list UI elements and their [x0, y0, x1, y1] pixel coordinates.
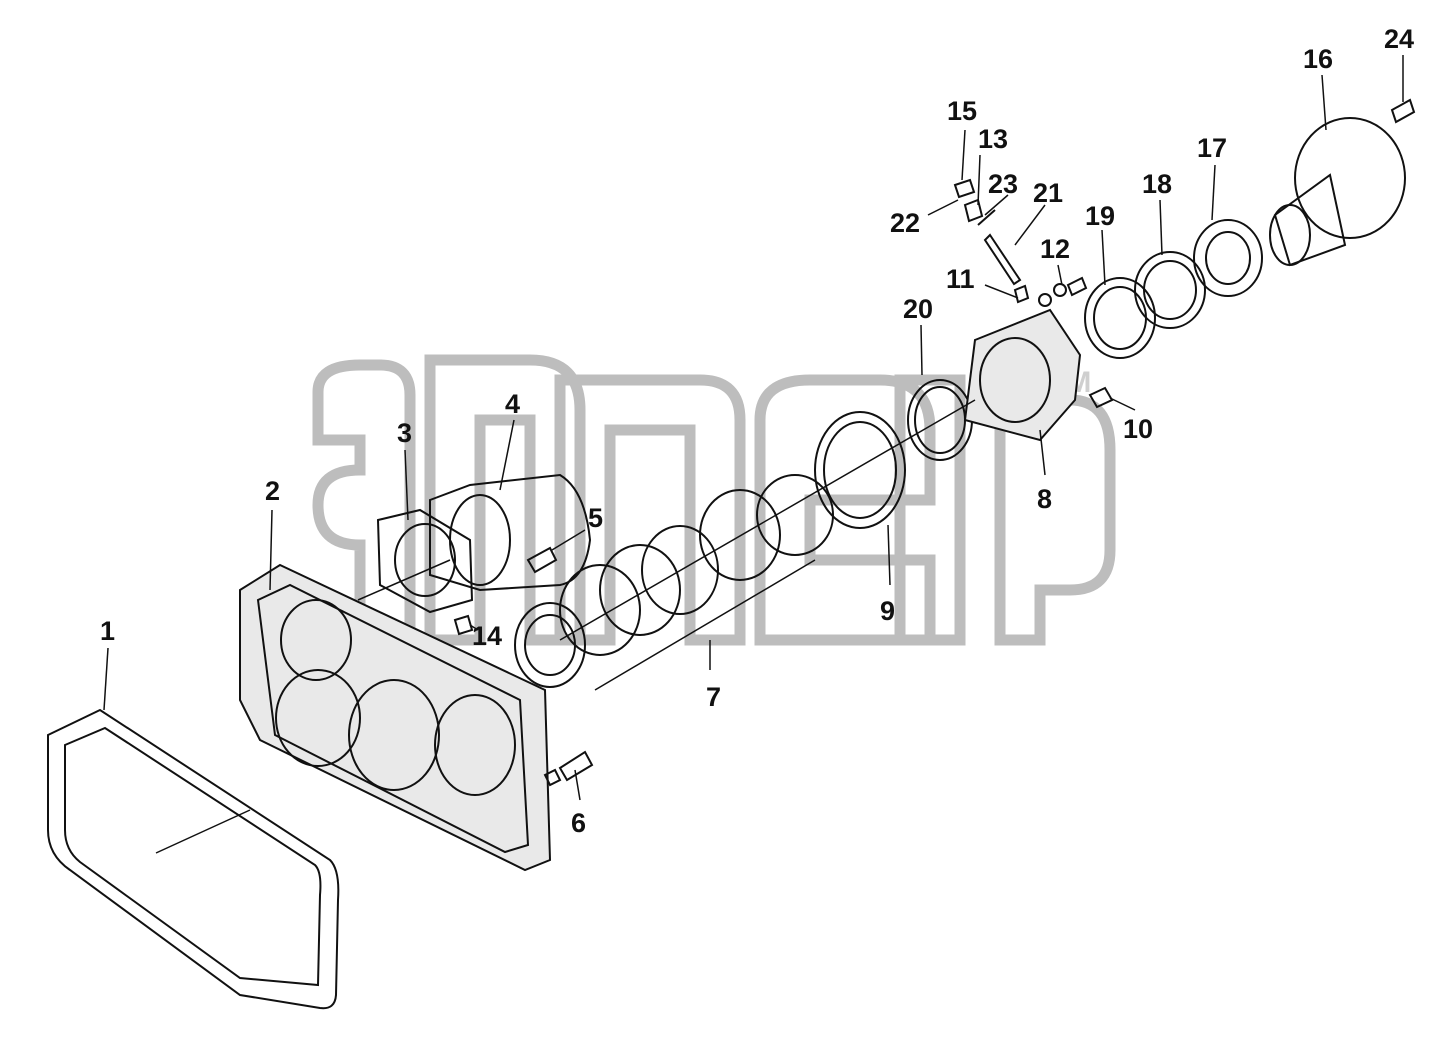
callout-18: 18	[1142, 169, 1172, 199]
bearing-part-17	[1193, 219, 1263, 297]
callout-24: 24	[1384, 24, 1414, 54]
housing-cover-part	[239, 563, 552, 872]
bolt-part-6	[543, 750, 594, 787]
gasket-part	[47, 708, 340, 1010]
small-parts	[453, 98, 1416, 636]
callout-15: 15	[947, 96, 977, 126]
callout-8: 8	[1037, 484, 1052, 514]
assembly-axis-line	[155, 399, 976, 854]
callout-14: 14	[472, 621, 502, 651]
callout-7: 7	[706, 682, 721, 712]
callout-21: 21	[1033, 178, 1063, 208]
callout-4: 4	[505, 389, 520, 419]
callout-leaders	[103, 55, 1404, 801]
callout-19: 19	[1085, 201, 1115, 231]
bearing-housing-part-8	[963, 308, 1082, 442]
seal-part-18	[1134, 251, 1206, 329]
callout-10: 10	[1123, 414, 1153, 444]
callout-2: 2	[265, 476, 280, 506]
callout-17: 17	[1197, 133, 1227, 163]
callout-16: 16	[1303, 44, 1333, 74]
callout-11: 11	[946, 264, 975, 294]
output-flange-part-16	[1269, 117, 1406, 267]
callout-20: 20	[903, 294, 933, 324]
callout-22: 22	[890, 208, 920, 238]
gear-stack-part	[514, 474, 834, 688]
ring-part-9	[814, 411, 906, 529]
cylinder-part	[429, 473, 592, 592]
bolt-part-5	[526, 546, 558, 574]
callout-1: 1	[100, 616, 115, 646]
callout-9: 9	[880, 596, 895, 626]
flange-part	[376, 508, 474, 614]
callout-5: 5	[588, 503, 603, 533]
callout-23: 23	[988, 169, 1018, 199]
callout-12: 12	[1040, 234, 1070, 264]
callout-3: 3	[397, 418, 412, 448]
callout-labels: 1 2 3 4 5 6 7 8 9 10 11 12 13 14 15 16 1…	[100, 24, 1414, 838]
callout-6: 6	[571, 808, 586, 838]
callout-13: 13	[978, 124, 1008, 154]
